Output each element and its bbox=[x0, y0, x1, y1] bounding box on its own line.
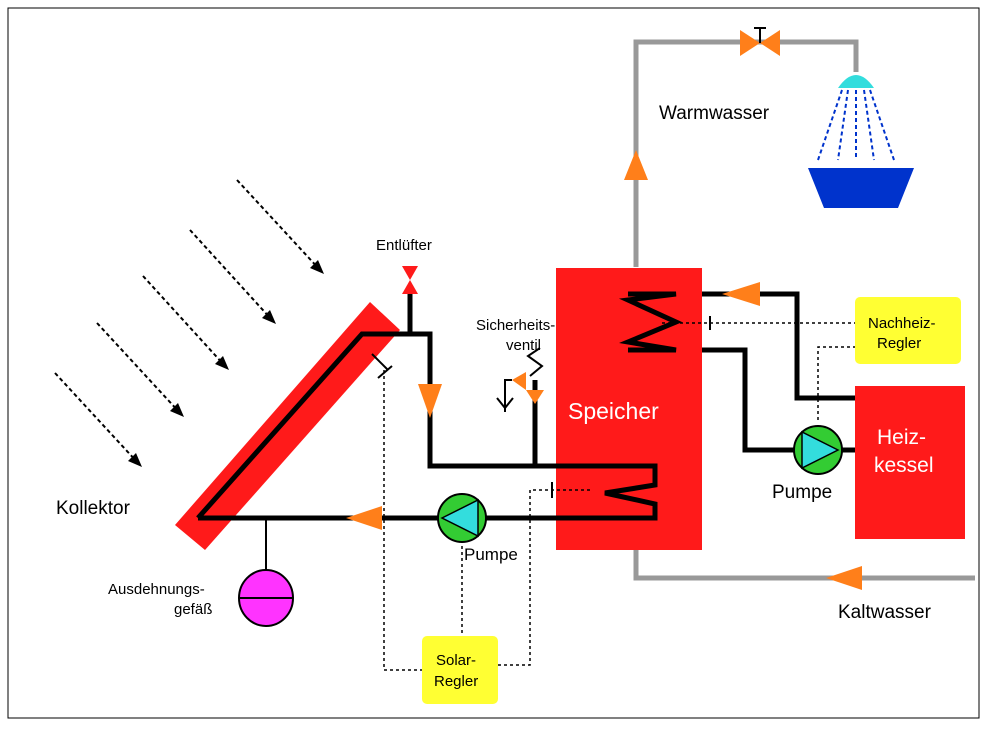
collector-panel bbox=[175, 302, 400, 550]
heater-label-2: kessel bbox=[874, 454, 934, 477]
shower bbox=[808, 75, 914, 208]
solar-pump bbox=[437, 493, 487, 543]
safety-valve-label-1: Sicherheits- bbox=[476, 317, 555, 334]
solar-pump-label: Pumpe bbox=[464, 545, 518, 564]
control-lines bbox=[383, 322, 855, 671]
flow-arrows bbox=[346, 150, 862, 590]
solar-controller-box bbox=[422, 636, 498, 704]
cold-water-label: Kaltwasser bbox=[838, 602, 932, 623]
sensor-marks bbox=[371, 316, 711, 498]
air-vent-label: Entlüfter bbox=[376, 237, 432, 254]
nachheiz-controller-box bbox=[855, 297, 961, 364]
nachheiz-label-2: Regler bbox=[877, 335, 921, 352]
safety-valve bbox=[496, 347, 544, 412]
sun-rays bbox=[54, 179, 321, 464]
heater-pump-label: Pumpe bbox=[772, 482, 832, 503]
heater-boiler bbox=[855, 386, 965, 539]
collector-label: Kollektor bbox=[56, 498, 131, 519]
air-vent bbox=[402, 266, 418, 294]
storage-tank-label: Speicher bbox=[568, 398, 659, 424]
heater-label-1: Heiz- bbox=[877, 426, 926, 449]
safety-valve-label-2: ventil bbox=[506, 337, 541, 354]
expansion-vessel-label-2: gefäß bbox=[174, 601, 212, 618]
tank-coils bbox=[556, 291, 683, 521]
heater-pump bbox=[793, 425, 843, 475]
nachheiz-label-1: Nachheiz- bbox=[868, 315, 936, 332]
storage-tank bbox=[556, 268, 702, 550]
solar-label-2: Regler bbox=[434, 673, 478, 690]
expansion-vessel-label-1: Ausdehnungs- bbox=[108, 581, 205, 598]
hot-water-valve bbox=[740, 27, 780, 56]
sun-ray-arrowheads bbox=[128, 260, 324, 467]
hot-water-label: Warmwasser bbox=[659, 103, 770, 124]
diagram-border bbox=[7, 7, 980, 719]
solar-label-1: Solar- bbox=[436, 652, 476, 669]
